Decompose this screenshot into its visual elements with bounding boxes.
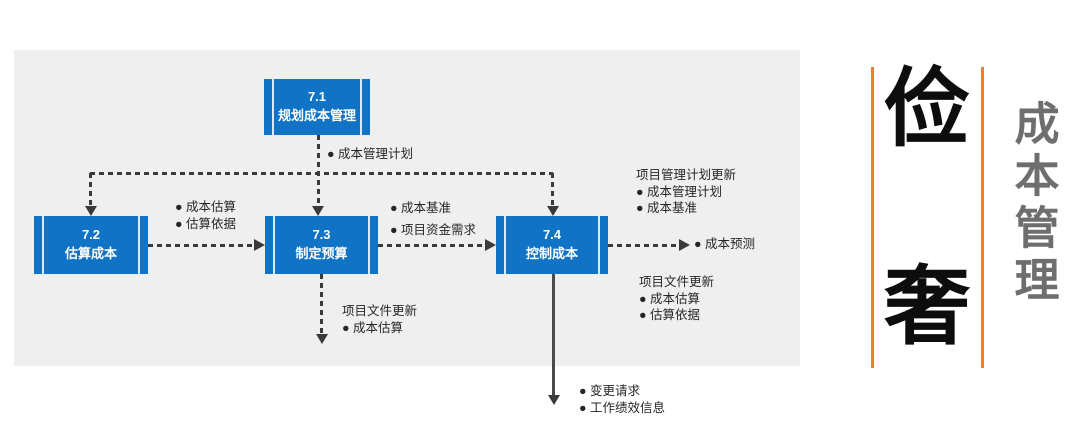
box-left-divider [272,79,274,135]
process-number: 7.3 [312,227,331,243]
arrowhead-into-73-left-icon [254,239,265,251]
process-name: 控制成本 [525,246,578,261]
connector-72-to-73-dashed-line [148,244,254,247]
big-character-jian: 俭 [884,61,970,157]
diagram-background-panel [14,50,800,366]
big-character-she: 奢 [884,259,970,355]
connector-71-to-73-dashed-line [317,135,320,207]
connector-bus-to-74-dashed-line [551,173,554,206]
process-number: 7.4 [542,227,562,243]
box-right-divider [360,79,362,135]
label-line: ● 估算依据 [639,308,701,322]
connector-74-down-solid-line [552,274,555,395]
label-estimate-outputs: ● 成本估算 ● 估算依据 [175,199,236,232]
arrowhead-into-72-icon [85,206,97,216]
label-doc-updates-budget-block: 项目文件更新 ● 成本估算 [342,303,417,336]
box-left-divider [42,216,44,274]
label-budget-outputs: ● 成本基准 ● 项目资金需求 [390,197,476,241]
process-number: 7.1 [307,89,327,105]
arrowhead-forecast-icon [679,239,690,251]
arrowhead-into-74-icon [547,206,559,216]
process-box-7-2: 7.2 估算成本 [34,216,148,274]
label-line: ● 估算依据 [175,216,237,231]
label-block-header: 项目管理计划更新 [636,168,737,182]
box-left-divider [504,216,506,274]
box-right-divider [368,216,370,274]
connector-73-down-dashed-line [320,274,323,334]
label-doc-updates-right-block: 项目文件更新 ● 成本估算 ● 估算依据 [639,274,714,324]
box-left-divider [273,216,275,274]
label-line: ● 变更请求 [579,384,641,398]
label-line: ● 成本基准 [636,201,698,215]
label-line: ● 成本基准 [390,201,452,215]
label-line: ● 工作绩效信息 [579,400,666,415]
label-block-header: 项目文件更新 [342,304,418,318]
process-name: 规划成本管理 [277,108,356,123]
connector-horizontal-bus-dashed-line [90,172,553,175]
arrowhead-73-down-icon [316,334,328,344]
arrowhead-into-73-icon [312,206,324,216]
arrowhead-into-74-left-icon [485,239,496,251]
label-line: ● 成本估算 [342,320,404,335]
label-cost-management-plan: ● 成本管理计划 [327,147,414,161]
label-plan-updates-block: 项目管理计划更新 ● 成本管理计划 ● 成本基准 [636,167,736,217]
connector-73-to-74-dashed-line [378,244,485,247]
label-line: ● 项目资金需求 [390,223,477,237]
label-control-outputs-block: ● 变更请求 ● 工作绩效信息 [579,383,665,416]
label-cost-forecast: ● 成本预测 [694,237,756,251]
box-right-divider [598,216,600,274]
process-number: 7.2 [81,227,101,243]
process-name: 估算成本 [64,246,117,261]
label-block-header: 项目文件更新 [639,275,715,289]
label-line: ● 成本管理计划 [636,184,723,199]
arrowhead-74-down-icon [548,395,560,405]
process-box-7-1: 7.1 规划成本管理 [264,79,370,135]
label-line: ● 成本估算 [639,291,701,306]
box-right-divider [138,216,140,274]
orange-rule-right [981,67,984,368]
process-name: 制定预算 [295,246,348,261]
process-box-7-4: 7.4 控制成本 [496,216,608,274]
connector-bus-to-72-dashed-line [89,173,92,206]
process-box-7-3: 7.3 制定预算 [265,216,378,274]
vertical-title-cost-management: 成本管理 [1007,100,1059,308]
label-line: ● 成本估算 [175,200,237,214]
connector-74-output-dashed-line [608,244,679,247]
orange-rule-left [871,67,874,368]
